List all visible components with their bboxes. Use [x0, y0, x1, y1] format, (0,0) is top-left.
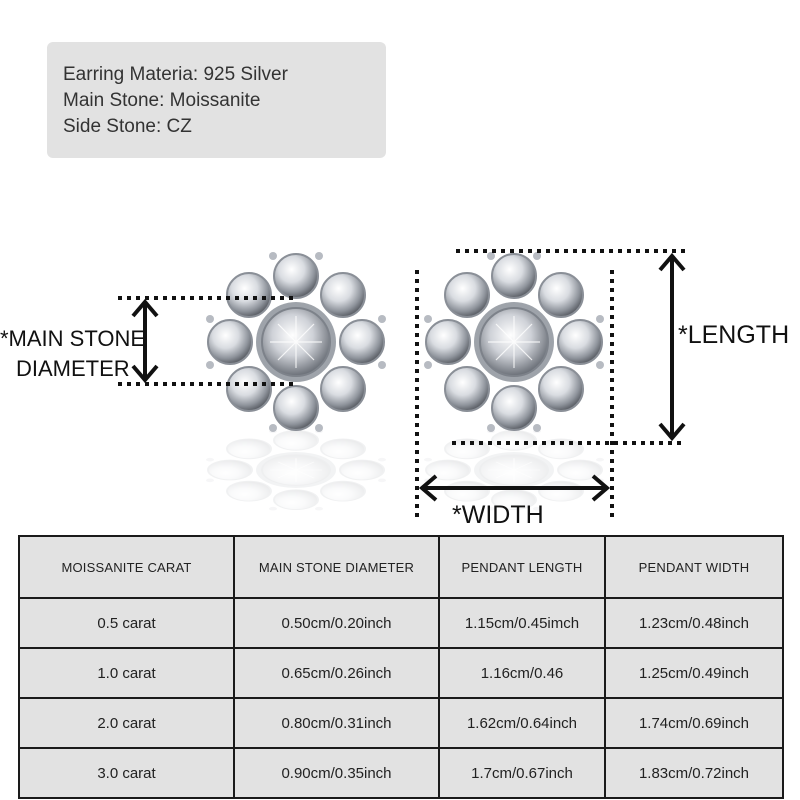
size-spec-table: MOISSANITE CARAT MAIN STONE DIAMETER PEN… [18, 535, 784, 799]
cell-carat: 1.0 carat [18, 647, 235, 699]
main-stone-label-line1: *MAIN STONE [0, 326, 145, 351]
cell-width: 1.74cm/0.69inch [604, 697, 784, 749]
main-stone-text: Main Stone: Moissanite [63, 90, 261, 111]
cell-length: 1.16cm/0.46 [438, 647, 606, 699]
main-stone-diameter-guide [118, 296, 296, 386]
cell-diameter: 0.90cm/0.35inch [233, 747, 440, 799]
right-earring-image [423, 251, 605, 512]
width-label: *WIDTH [452, 501, 544, 529]
table-row: 2.0 carat 0.80cm/0.31inch 1.62cm/0.64inc… [18, 697, 784, 749]
material-info-box: Earring Materia: 925 Silver Main Stone: … [47, 42, 386, 158]
earring-dimension-figure: *MAIN STONE DIAMETER *LENGTH *WIDTH [0, 249, 789, 529]
header-moissanite-carat: MOISSANITE CARAT [18, 535, 235, 599]
table-row: 3.0 carat 0.90cm/0.35inch 1.7cm/0.67inch… [18, 747, 784, 799]
table-header-row: MOISSANITE CARAT MAIN STONE DIAMETER PEN… [18, 535, 784, 599]
cell-length: 1.15cm/0.45imch [438, 597, 606, 649]
earring-material-text: Earring Materia: 925 Silver [63, 64, 288, 85]
header-main-stone-diameter: MAIN STONE DIAMETER [233, 535, 440, 599]
width-guide [415, 270, 614, 520]
cell-length: 1.62cm/0.64inch [438, 697, 606, 749]
cell-diameter: 0.80cm/0.31inch [233, 697, 440, 749]
cell-carat: 0.5 carat [18, 597, 235, 649]
cell-width: 1.23cm/0.48inch [604, 597, 784, 649]
cell-width: 1.25cm/0.49inch [604, 647, 784, 699]
length-guide [452, 249, 690, 445]
header-pendant-width: PENDANT WIDTH [604, 535, 784, 599]
cell-diameter: 0.65cm/0.26inch [233, 647, 440, 699]
length-label: *LENGTH [678, 321, 789, 349]
cell-diameter: 0.50cm/0.20inch [233, 597, 440, 649]
main-stone-label-line2: DIAMETER [16, 356, 130, 381]
left-earring-image [205, 251, 387, 512]
side-stone-text: Side Stone: CZ [63, 116, 192, 137]
header-pendant-length: PENDANT LENGTH [438, 535, 606, 599]
cell-carat: 2.0 carat [18, 697, 235, 749]
cell-width: 1.83cm/0.72inch [604, 747, 784, 799]
cell-length: 1.7cm/0.67inch [438, 747, 606, 799]
cell-carat: 3.0 carat [18, 747, 235, 799]
table-row: 1.0 carat 0.65cm/0.26inch 1.16cm/0.46 1.… [18, 647, 784, 699]
table-row: 0.5 carat 0.50cm/0.20inch 1.15cm/0.45imc… [18, 597, 784, 649]
